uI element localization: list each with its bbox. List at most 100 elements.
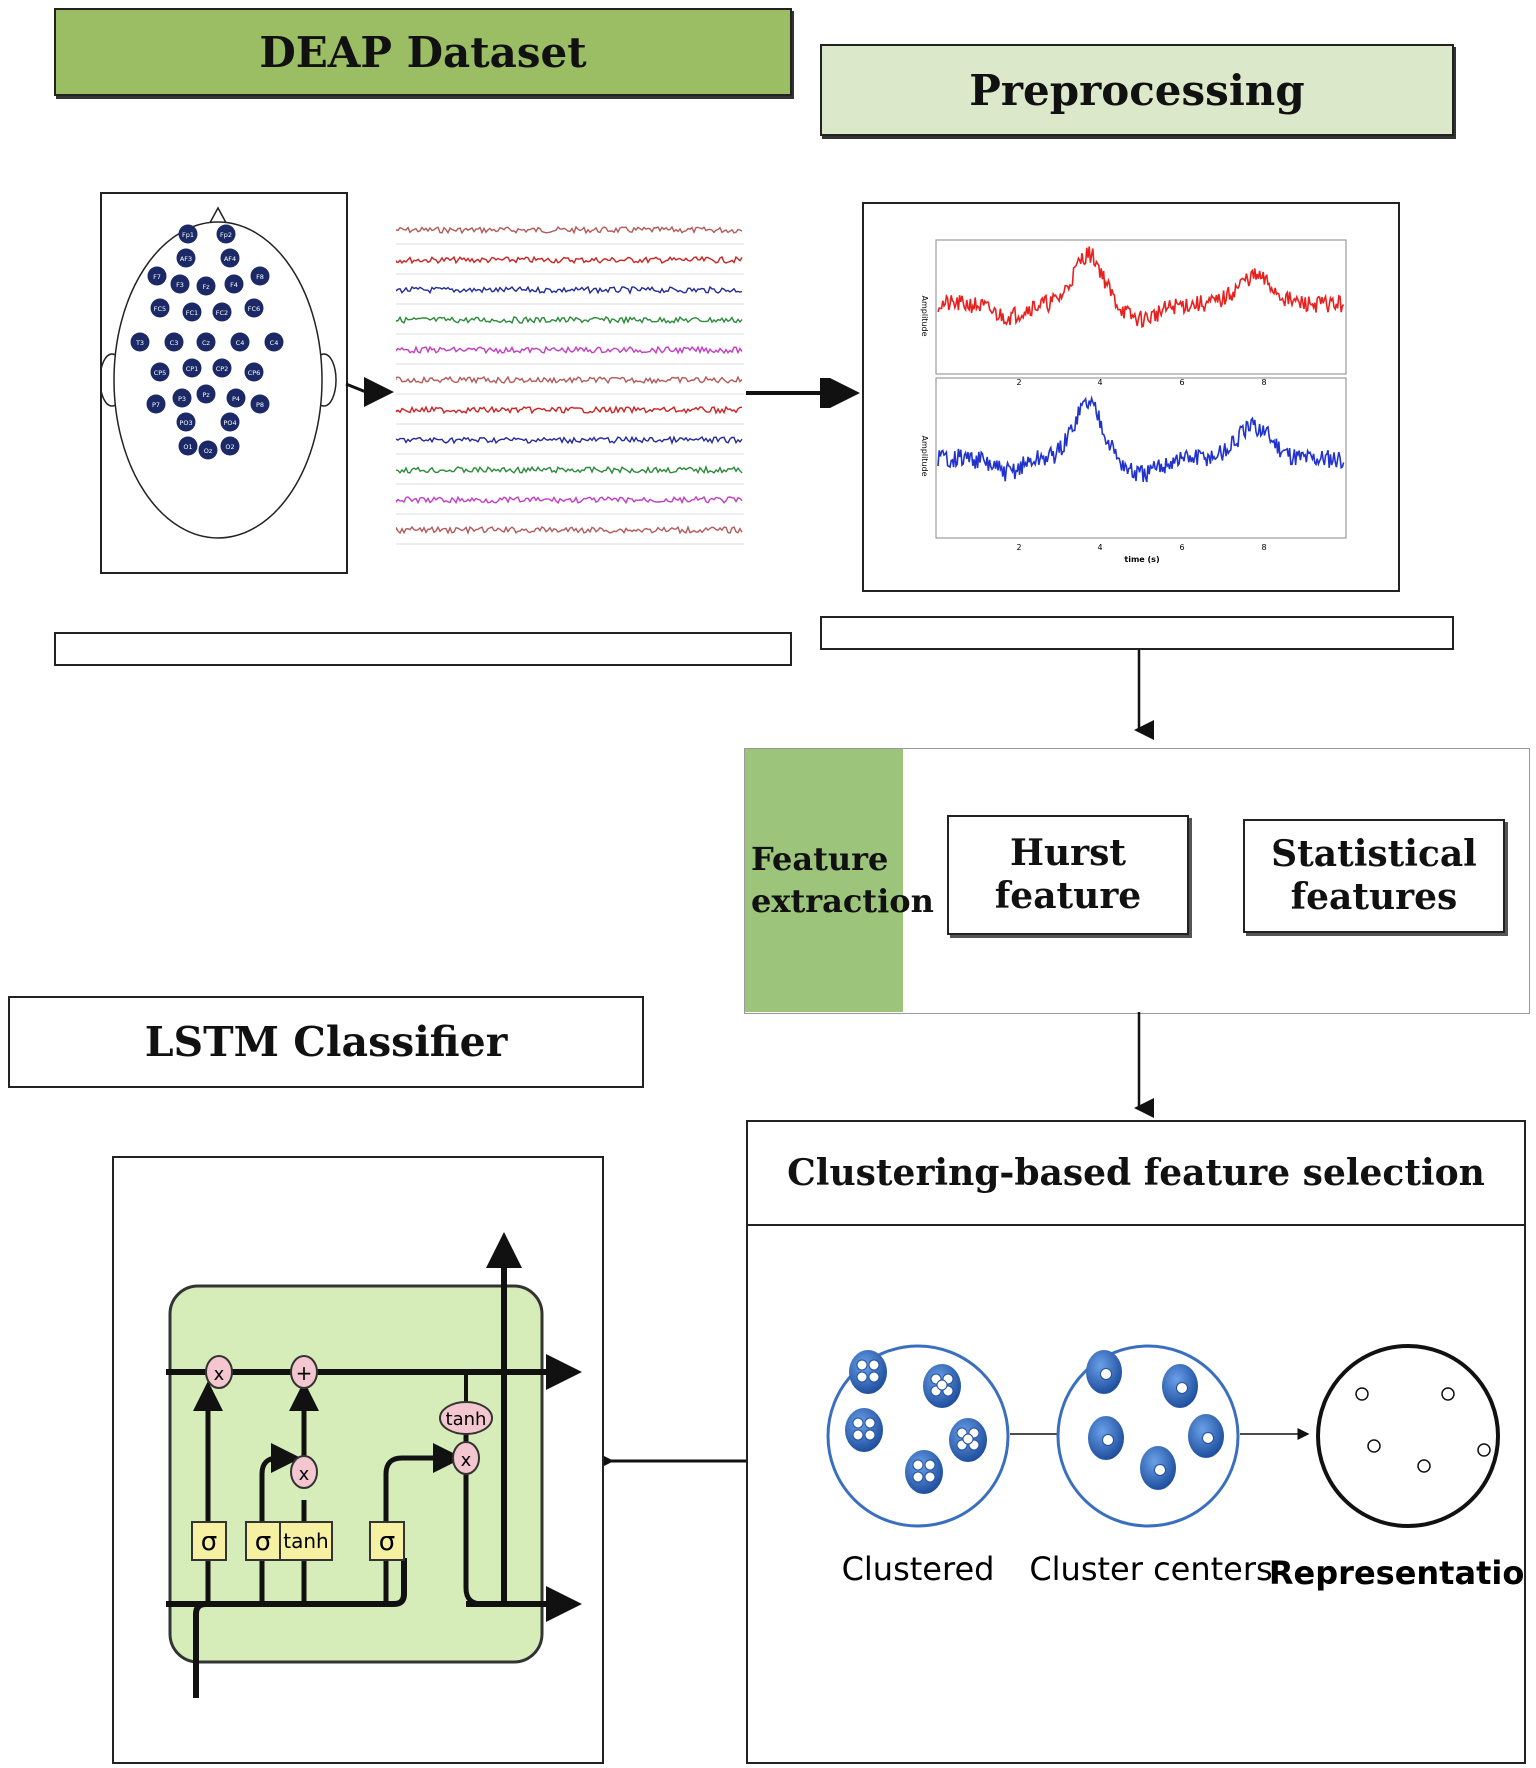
electrode-label: F7 [153,273,161,281]
electrode-label: T3 [135,339,144,347]
clustering-illustration: Clustered Cluster centers Representation [826,1344,1524,1592]
upper-tick-4: 4 [1097,378,1102,387]
statistical-features-box: Statistical features [1243,819,1505,933]
electrode-label: PO4 [223,419,236,427]
input-multiply-label: x [299,1464,310,1485]
cluster-member-dot [856,1359,868,1371]
arrow-raw-to-preprocessed [746,378,860,408]
arrow-clustering-to-lstm [600,1446,746,1476]
electrode-label: CP5 [154,369,167,377]
electrode-p8 [250,394,270,414]
input-gate-sigma [245,1521,281,1561]
electrode-label: F4 [230,281,238,289]
electrode-fp2 [216,224,236,244]
cluster-blob [845,1408,883,1452]
forget-multiply-op [205,1355,233,1389]
blue-signal-trace [937,395,1345,483]
output-multiply-label: x [461,1450,472,1471]
representation-dot [1441,1387,1455,1401]
cluster-member-dot [852,1429,864,1441]
lower-tick-8: 8 [1261,543,1266,552]
cluster-member-dot [936,1379,948,1391]
electrode-af3 [176,248,196,268]
representation-dot [1367,1439,1381,1453]
electrode-fz [196,276,216,296]
hidden-input-line [166,1558,407,1607]
electrode-label: O1 [183,443,192,451]
electrode-label: CP1 [186,365,199,373]
electrode-label: O2 [225,443,234,451]
statistical-features-line1: Statistical [1271,832,1477,875]
red-signal-trace [937,246,1345,329]
electrode-fc6 [244,298,264,318]
cluster-member-dot [852,1417,864,1429]
electrode-label: FC6 [248,305,260,313]
lower-tick-6: 6 [1179,543,1184,552]
electrode-label: Oz [204,447,213,455]
electrode-label: P4 [232,395,240,403]
eeg-channel-trace [396,375,743,385]
center-dot [1176,1382,1188,1394]
center-dot [1100,1368,1112,1380]
preprocessed-signal-plot: Amplitude Amplitude 2 4 6 8 2 4 6 8 time… [920,239,1347,564]
upper-tick-2: 2 [1016,378,1021,387]
eeg-channel-trace [396,464,743,475]
arrow-to-feature-extraction [1134,650,1154,742]
electrode-label: P8 [256,401,264,409]
hurst-feature-label: Hurst feature [994,831,1142,917]
forget-gate-sigma [191,1521,227,1561]
statistical-features-line2: features [1290,876,1458,918]
electrode-label: C4 [270,339,279,347]
cluster-member-dot [864,1417,876,1429]
output-gate-arrow [383,1443,463,1536]
electrode-label: P3 [178,395,186,403]
cluster-centers-label: Cluster centers [1029,1550,1272,1588]
electrode-label: Pz [202,391,210,399]
time-xlabel: time (s) [1124,555,1159,564]
electrode-f7 [147,266,167,286]
electrode-pz [196,384,216,404]
electrode-f8 [250,266,270,286]
clustering-title-bar: Clustering-based feature selection [748,1122,1524,1226]
deap-dataset-title: DEAP Dataset [259,27,587,77]
lower-axes [935,377,1347,539]
preprocessed-signal-panel: Amplitude Amplitude 2 4 6 8 2 4 6 8 time… [862,202,1400,592]
feature-extraction-block: Feature extraction Hurst feature Statist… [744,748,1530,1014]
electrode-label: AF3 [180,255,192,263]
representation-dot [1355,1387,1369,1401]
electrode-label: FC5 [154,305,166,313]
eeg-channel-trace [396,315,743,325]
upper-ylabel: Amplitude [920,296,929,337]
input-gate-arrow [259,1443,301,1536]
electrode-fc2 [212,302,232,322]
electrode-fc5 [150,298,170,318]
cluster-member-dot [912,1459,924,1471]
lower-tick-4: 4 [1097,543,1102,552]
electrode-c3 [164,332,184,352]
upper-tick-8: 8 [1261,378,1266,387]
cell-add-label: + [296,1361,313,1385]
electrode-label: Fz [202,283,210,291]
electrode-po4 [220,412,240,432]
candidate-tanh-gate [279,1521,333,1561]
electrode-label: AF4 [224,255,236,263]
electrode-po3 [176,412,196,432]
electrode-label: PO3 [179,419,192,427]
eeg-channel-trace [396,495,743,505]
cluster-member-dot [864,1429,876,1441]
feature-extraction-label-line1: Feature [751,839,889,878]
preprocessing-header: Preprocessing [820,44,1454,136]
electrode-p7 [146,394,166,414]
electrode-cp6 [244,362,264,382]
arrow-to-clustering [1134,1012,1154,1118]
eeg-channel-trace [396,225,743,235]
upper-tick-6: 6 [1179,378,1184,387]
eeg-channel-trace [396,285,743,295]
representation-dot [1477,1443,1491,1457]
electrode-label: C3 [170,339,179,347]
cluster-blob [849,1350,887,1394]
empty-caption-bar-left [54,632,792,666]
representation-label: Representation [1269,1554,1524,1592]
